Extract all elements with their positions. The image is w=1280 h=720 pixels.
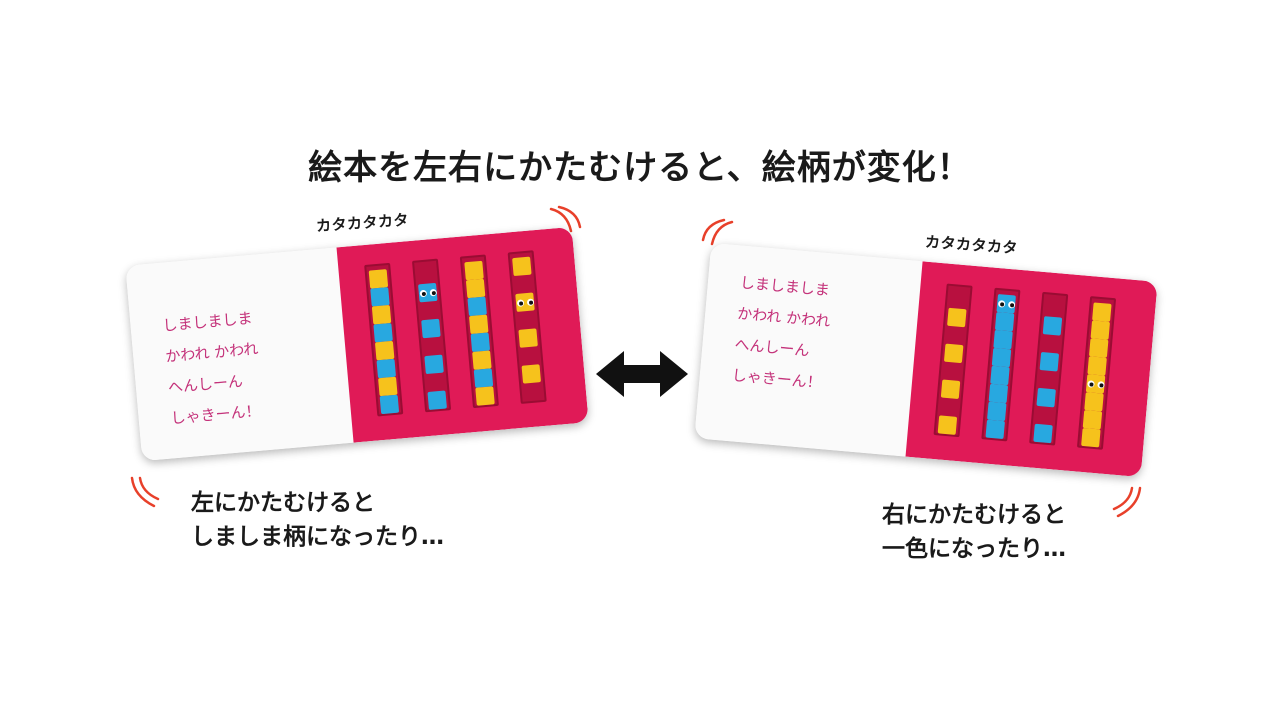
tile [991, 347, 1012, 368]
slot-column [411, 258, 452, 413]
tile [427, 390, 447, 410]
slot-column [981, 287, 1021, 442]
tile [370, 287, 390, 307]
tile [1088, 338, 1109, 358]
tile [467, 296, 487, 317]
tile [1036, 387, 1056, 408]
slot-page [905, 261, 1158, 478]
slot-column [933, 283, 973, 438]
tile [994, 311, 1015, 332]
sound-effect-right: カタカタカタ [924, 232, 1019, 258]
tile [518, 328, 538, 348]
tile [1084, 392, 1104, 412]
tile [1087, 356, 1107, 376]
tile [470, 332, 491, 352]
slot-column [364, 262, 404, 417]
eyes-icon [996, 298, 1017, 310]
tile [475, 386, 495, 406]
tile [512, 256, 532, 277]
left-caption-line: 左にかたむけると [191, 490, 375, 516]
tile [993, 329, 1013, 350]
tile [937, 415, 958, 435]
eyes-icon [1085, 378, 1106, 390]
tile [421, 318, 441, 339]
picture-book-tilted-right: しましましま かわれ かわれ へんしーん しゃきーん！ [694, 242, 1158, 478]
tile [472, 350, 492, 370]
wiggle-lines-icon [130, 476, 160, 508]
slot-column [459, 254, 499, 409]
tile [990, 365, 1010, 386]
tile [521, 364, 542, 384]
tile [988, 383, 1009, 404]
tile [1081, 427, 1101, 448]
wiggle-lines-icon [1112, 486, 1142, 518]
tile [473, 368, 494, 388]
double-headed-arrow-icon [596, 351, 688, 397]
tile [379, 394, 400, 415]
slot-page [336, 226, 589, 443]
tile [1042, 316, 1063, 336]
slot-column [1076, 296, 1117, 450]
picture-book-tilted-left: しましましま かわれ かわれ へんしーん しゃきーん！ [125, 226, 589, 462]
text-page: しましましま かわれ かわれ へんしーん しゃきーん！ [694, 242, 923, 457]
poem-line: しゃきーん！ [170, 401, 262, 428]
eyes-icon [417, 287, 438, 299]
tile [1090, 320, 1111, 340]
tile [1033, 423, 1053, 444]
eyes-icon [515, 296, 536, 308]
tile [464, 260, 484, 281]
tile [374, 340, 395, 361]
tile [943, 343, 964, 364]
slot-column [507, 250, 547, 404]
tile [465, 278, 486, 299]
tile [373, 322, 393, 343]
tile [1039, 352, 1060, 372]
sound-effect-left: カタカタカタ [315, 210, 410, 236]
tile [940, 379, 961, 400]
poem: しましましま かわれ かわれ へんしーん しゃきーん！ [161, 303, 265, 435]
tile [985, 419, 1005, 440]
tile [947, 307, 967, 328]
poem: しましましま かわれ かわれ へんしーん しゃきーん！ [731, 268, 835, 400]
tile [378, 376, 398, 397]
tile [1092, 302, 1112, 322]
slot-column [1029, 291, 1069, 446]
wiggle-lines-icon [701, 218, 734, 246]
tile [368, 269, 389, 289]
text-page: しましましま かわれ かわれ へんしーん しゃきーん！ [125, 247, 354, 462]
left-caption: 左にかたむけると しましま柄になったり… [191, 486, 444, 554]
tile [987, 401, 1007, 422]
tile [424, 354, 444, 375]
left-caption-line: しましま柄になったり… [191, 524, 444, 550]
tile [1082, 409, 1103, 430]
headline: 絵本を左右にかたむけると、絵柄が変化！ [308, 148, 972, 188]
right-caption: 右にかたむけると 一色になったり… [882, 498, 1066, 566]
tile [468, 314, 489, 335]
tile [371, 304, 392, 325]
right-caption-line: 一色になったり… [882, 536, 1066, 562]
tile [376, 358, 397, 379]
right-caption-line: 右にかたむけると [882, 502, 1066, 528]
